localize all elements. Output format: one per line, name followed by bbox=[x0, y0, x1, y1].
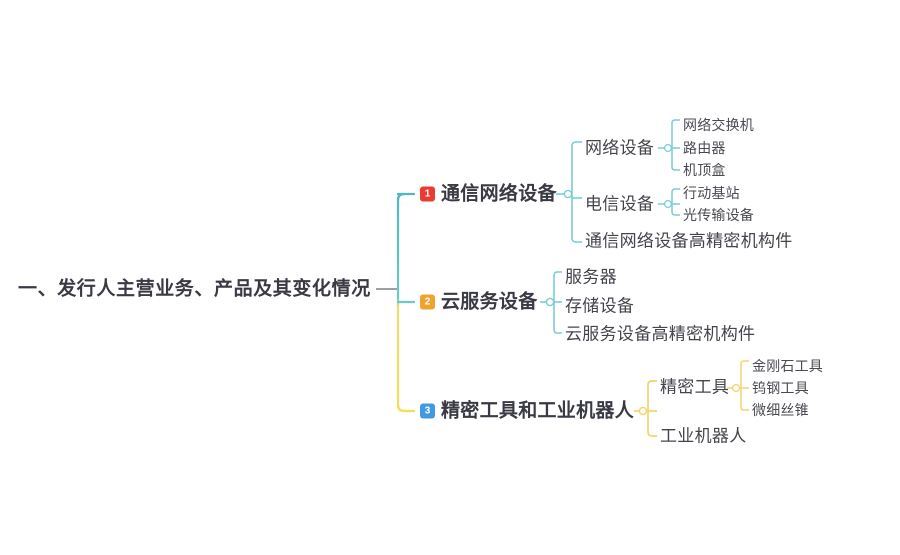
b1-collapse-dot bbox=[563, 189, 573, 199]
branch-node-1[interactable]: 1 通信网络设备 bbox=[420, 185, 557, 204]
b1c2-collapse-dot bbox=[663, 199, 673, 209]
b1c2-bracket bbox=[671, 188, 680, 216]
b3-bracket bbox=[647, 380, 657, 437]
b2-collapse-dot bbox=[545, 297, 555, 307]
leaf-router[interactable]: 路由器 bbox=[683, 140, 726, 156]
subnode-industrial-robots[interactable]: 工业机器人 bbox=[660, 426, 747, 446]
leaf-network-switch[interactable]: 网络交换机 bbox=[683, 117, 754, 133]
subnode-storage-equipment[interactable]: 存储设备 bbox=[565, 296, 635, 316]
subnode-precision-tools[interactable]: 精密工具 bbox=[660, 377, 730, 397]
b2-bracket bbox=[553, 271, 562, 334]
root-label: 一、发行人主营业务、产品及其变化情况 bbox=[18, 278, 371, 300]
trunk-spine bbox=[396, 192, 412, 413]
trunk-bottom-elbow bbox=[396, 403, 416, 413]
branch-label-2: 云服务设备 bbox=[441, 291, 538, 313]
b1-bracket bbox=[571, 141, 582, 243]
b3c1-bracket bbox=[740, 360, 749, 411]
b3-collapse-dot bbox=[638, 406, 648, 416]
subnode-telecom-precision-parts[interactable]: 通信网络设备高精密机构件 bbox=[585, 231, 793, 251]
branch-label-1: 通信网络设备 bbox=[441, 183, 557, 205]
leaf-optical-transmission-equipment[interactable]: 光传输设备 bbox=[683, 207, 754, 223]
branch-badge-2: 2 bbox=[420, 294, 435, 310]
branch-badge-1: 1 bbox=[420, 186, 435, 202]
leaf-tungsten-steel-tools[interactable]: 钨钢工具 bbox=[752, 380, 809, 396]
leaf-mobile-base-station[interactable]: 行动基站 bbox=[683, 185, 740, 201]
branch-badge-3: 3 bbox=[420, 403, 435, 419]
b1c1-collapse-dot bbox=[663, 143, 673, 153]
subnode-cloud-precision-parts[interactable]: 云服务设备高精密机构件 bbox=[565, 324, 756, 344]
b1c1-bracket bbox=[671, 119, 680, 171]
trunk-top-elbow bbox=[396, 192, 416, 202]
branch-node-3[interactable]: 3 精密工具和工业机器人 bbox=[420, 402, 634, 421]
branch-label-3: 精密工具和工业机器人 bbox=[441, 400, 635, 422]
leaf-micro-taps[interactable]: 微细丝锥 bbox=[752, 402, 809, 418]
branch-node-2[interactable]: 2 云服务设备 bbox=[420, 293, 538, 312]
root-node[interactable]: 一、发行人主营业务、产品及其变化情况 bbox=[18, 280, 371, 299]
subnode-telecom-equipment[interactable]: 电信设备 bbox=[585, 194, 655, 214]
b3c1-collapse-dot bbox=[731, 383, 741, 393]
subnode-server[interactable]: 服务器 bbox=[565, 267, 617, 287]
leaf-diamond-tools[interactable]: 金刚石工具 bbox=[752, 358, 823, 374]
leaf-set-top-box[interactable]: 机顶盒 bbox=[683, 162, 726, 178]
subnode-network-equipment[interactable]: 网络设备 bbox=[585, 138, 655, 158]
